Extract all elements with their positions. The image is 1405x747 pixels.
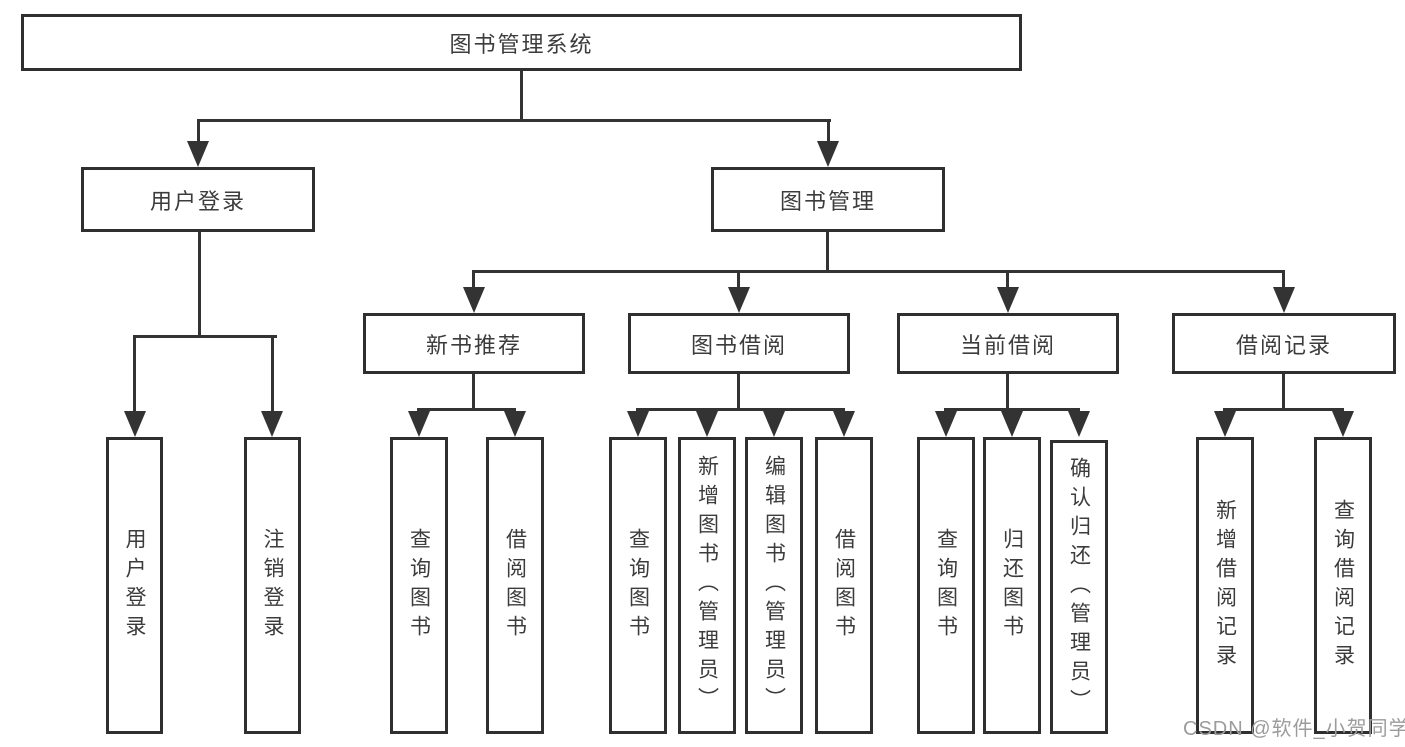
node-label: 借阅记录 <box>1235 332 1332 358</box>
arrow-down-icon <box>696 411 718 437</box>
connector-line-horizontal <box>198 119 831 122</box>
node-label: 图书借阅 <box>690 332 787 358</box>
arrow-down-icon <box>261 411 283 437</box>
node-label: 确认归还（管理员） <box>1067 456 1091 718</box>
node-query-borrow-record: 查询借阅记录 <box>1314 437 1372 734</box>
arrow-down-icon <box>1214 411 1236 437</box>
connector-stem <box>827 119 830 143</box>
node-new-book-recommendation: 新书推荐 <box>363 313 585 374</box>
connector-line-vertical <box>737 374 740 410</box>
arrow-down-icon <box>1273 287 1295 313</box>
node-query-books-recommend: 查询图书 <box>390 437 448 734</box>
arrow-down-icon <box>1332 411 1354 437</box>
node-borrow-books: 借阅图书 <box>815 437 873 734</box>
node-label: 编辑图书（管理员） <box>762 455 786 716</box>
node-label: 查询借阅记录 <box>1331 498 1355 673</box>
node-label: 用户登录 <box>123 527 146 644</box>
arrow-down-icon <box>187 141 209 167</box>
node-label: 查询图书 <box>934 527 958 644</box>
arrow-down-icon <box>817 141 839 167</box>
node-user-login: 用户登录 <box>81 167 315 232</box>
connector-stem <box>472 270 475 289</box>
connector-stem <box>1006 270 1009 289</box>
node-add-borrow-record: 新增借阅记录 <box>1196 437 1254 734</box>
node-borrowing-records: 借阅记录 <box>1172 313 1396 374</box>
connector-line-vertical <box>826 232 829 273</box>
arrow-down-icon <box>997 287 1019 313</box>
node-label: 新书推荐 <box>425 332 522 358</box>
arrow-down-icon <box>763 411 785 437</box>
connector-line-vertical <box>1006 374 1009 410</box>
arrow-down-icon <box>124 411 146 437</box>
connector-stem <box>197 119 200 143</box>
node-return-books: 归还图书 <box>983 437 1041 734</box>
connector-line-vertical <box>472 374 475 410</box>
node-book-borrowing: 图书借阅 <box>628 313 850 374</box>
node-logout: 注销登录 <box>244 437 301 734</box>
connector-line-horizontal <box>133 335 277 338</box>
arrow-down-icon <box>833 411 855 437</box>
node-label: 注销登录 <box>261 527 284 644</box>
node-current-borrowing: 当前借阅 <box>897 313 1119 374</box>
connector-line-vertical <box>198 232 201 337</box>
node-label: 图书管理系统 <box>449 31 594 57</box>
node-borrow-books-recommend: 借阅图书 <box>486 437 544 734</box>
node-label: 新增借阅记录 <box>1213 498 1237 673</box>
arrow-down-icon <box>1001 411 1023 437</box>
connector-stem <box>271 335 274 413</box>
csdn-watermark: CSDN @软件_小贺同学 <box>1183 718 1405 740</box>
node-add-book-admin: 新增图书（管理员） <box>678 437 736 734</box>
arrow-down-icon <box>728 287 750 313</box>
connector-line-horizontal <box>474 270 1284 273</box>
connector-stem <box>737 270 740 289</box>
node-label: 新增图书（管理员） <box>695 455 719 716</box>
arrow-down-icon <box>627 411 649 437</box>
node-book-management: 图书管理 <box>711 167 945 232</box>
connector-line-vertical <box>1282 374 1285 410</box>
connector-stem <box>133 335 136 413</box>
connector-line-horizontal <box>1225 408 1343 411</box>
arrow-down-icon <box>463 287 485 313</box>
node-label: 当前借阅 <box>959 332 1056 358</box>
node-label: 用户登录 <box>149 188 246 214</box>
node-label: 查询图书 <box>407 527 431 644</box>
node-label: 归还图书 <box>1000 527 1024 644</box>
arrow-down-icon <box>504 411 526 437</box>
connector-line-horizontal <box>638 408 844 411</box>
node-edit-book-admin: 编辑图书（管理员） <box>745 437 803 734</box>
node-label: 查询图书 <box>626 527 650 644</box>
connector-line-horizontal <box>419 408 515 411</box>
node-query-books-borrow: 查询图书 <box>609 437 667 734</box>
connector-stem <box>1282 270 1285 289</box>
node-user-login-leaf: 用户登录 <box>106 437 163 734</box>
arrow-down-icon <box>1068 411 1090 437</box>
node-label: 借阅图书 <box>832 527 856 644</box>
node-label: 借阅图书 <box>503 527 527 644</box>
connector-line-vertical <box>520 71 523 121</box>
arrow-down-icon <box>935 411 957 437</box>
node-query-books-current: 查询图书 <box>917 437 975 734</box>
node-label: 图书管理 <box>779 188 876 214</box>
node-confirm-return-admin: 确认归还（管理员） <box>1050 440 1108 734</box>
arrow-down-icon <box>408 411 430 437</box>
node-book-management-system: 图书管理系统 <box>21 14 1022 71</box>
